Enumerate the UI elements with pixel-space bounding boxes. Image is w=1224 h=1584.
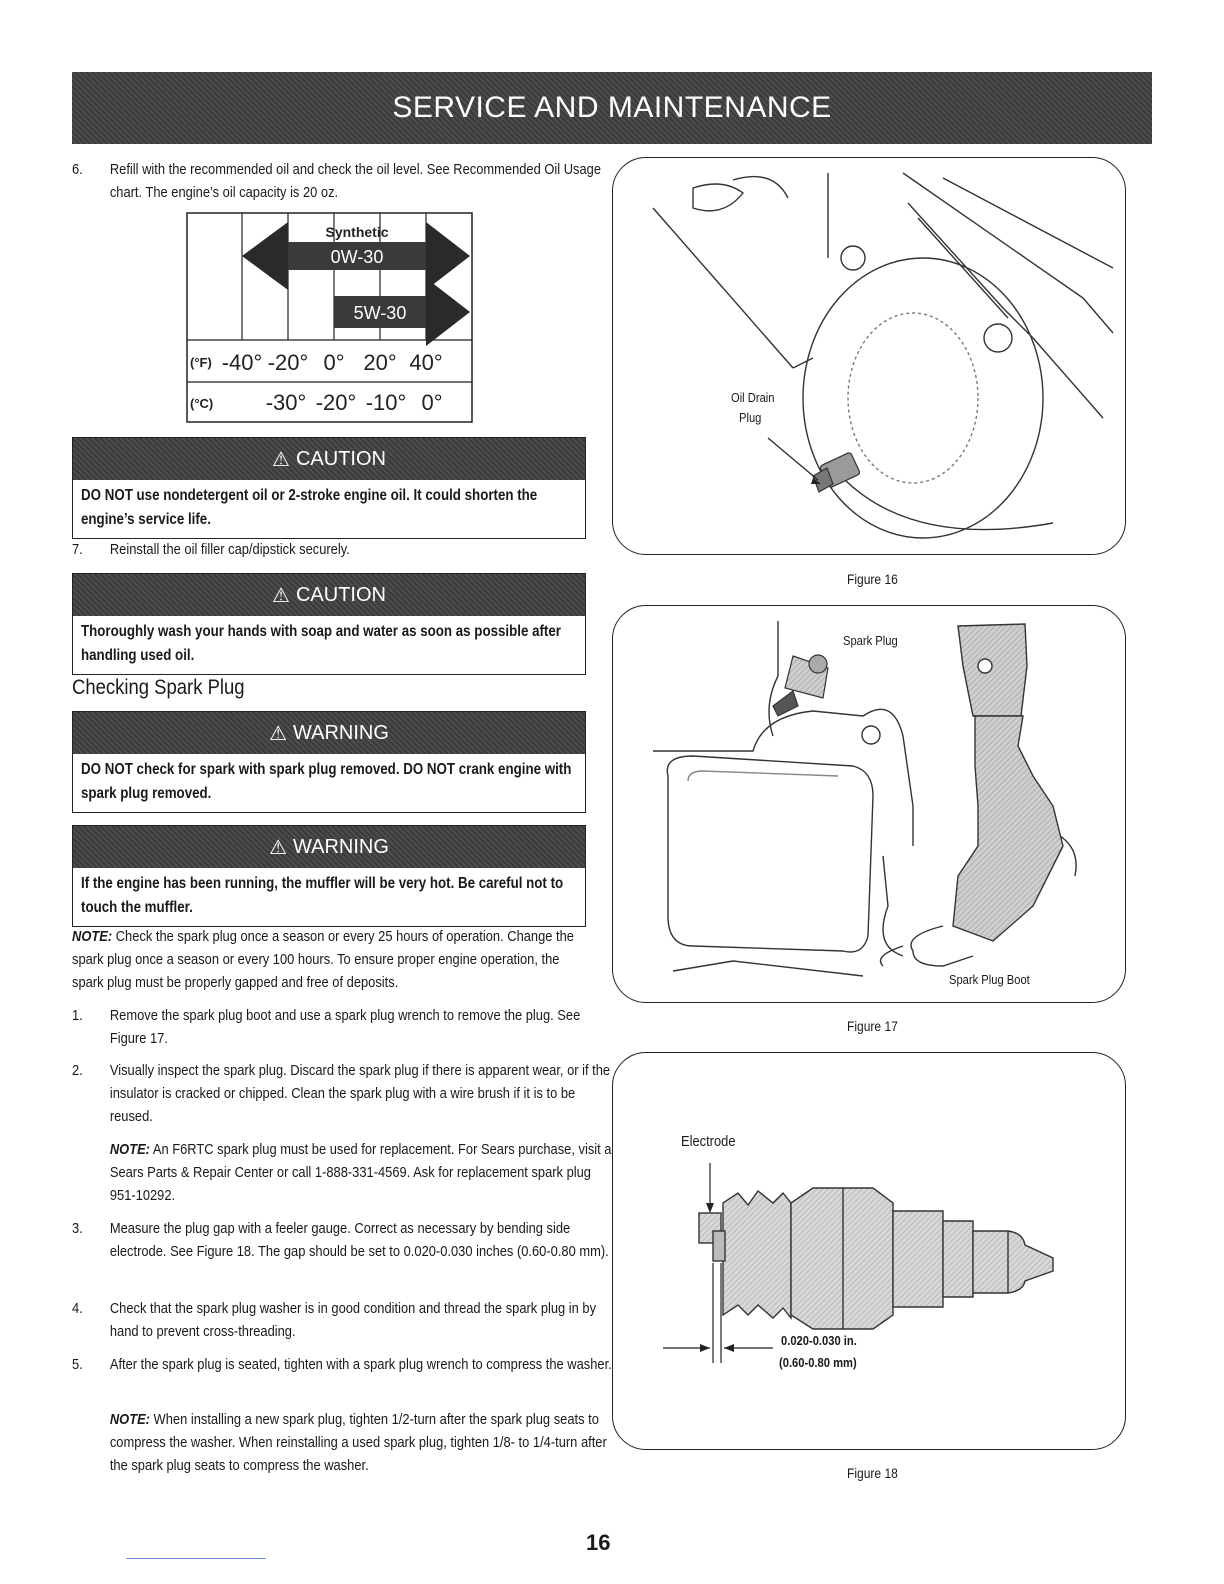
- step-text: Visually inspect the spark plug. Discard…: [109, 1062, 611, 1125]
- caution-text: DO NOT use nondetergent oil or 2-stroke …: [81, 487, 538, 528]
- caution-box-wash-hands: ⚠ CAUTION Thoroughly wash your hands wit…: [72, 573, 586, 675]
- figure-16-caption: Figure 16: [847, 571, 898, 587]
- oil-b-label: 5W-30: [354, 303, 407, 323]
- f-tick: 20°: [363, 350, 396, 375]
- f-tick: -40°: [222, 350, 263, 375]
- step-number: 3.: [72, 1220, 83, 1237]
- f-tick: -20°: [268, 350, 309, 375]
- note-label: NOTE:: [72, 928, 113, 945]
- page-title: SERVICE AND MAINTENANCE: [392, 91, 832, 124]
- step-4: 4. Check that the spark plug washer is in…: [72, 1297, 596, 1343]
- note-replacement-plug: NOTE: An F6RTC spark plug must be used f…: [72, 1138, 612, 1207]
- spark-plug-boot: [879, 623, 1064, 967]
- figure-17-caption: Figure 17: [847, 1018, 898, 1034]
- note-text: When installing a new spark plug, tighte…: [109, 1411, 607, 1474]
- step-number: 4.: [72, 1300, 83, 1317]
- step-7: 7. Reinstall the oil filler cap/dipstick…: [72, 538, 588, 561]
- caution-header: ⚠ CAUTION: [73, 574, 585, 616]
- step-text: Reinstall the oil filler cap/dipstick se…: [109, 541, 350, 558]
- step-text: Check that the spark plug washer is in g…: [109, 1300, 597, 1340]
- step-text: After the spark plug is seated, tighten …: [109, 1356, 612, 1373]
- step-number: 5.: [72, 1356, 83, 1373]
- synthetic-label: Synthetic: [325, 224, 388, 240]
- caution-header: ⚠ CAUTION: [73, 438, 585, 480]
- warning-title: WARNING: [293, 721, 389, 744]
- step-number: 2.: [72, 1062, 83, 1079]
- page-number: 16: [586, 1530, 611, 1555]
- c-tick: -20°: [316, 390, 357, 415]
- caution-title: CAUTION: [295, 447, 386, 470]
- warning-box-spark-check: ⚠ WARNING DO NOT check for spark with sp…: [72, 711, 586, 813]
- warning-box-hot-muffler: ⚠ WARNING If the engine has been running…: [72, 825, 586, 927]
- figure-16-oil-drain: Oil Drain Plug: [612, 157, 1126, 555]
- spark-plug-gap-illustration: [663, 1163, 1054, 1363]
- note-label: NOTE:: [109, 1411, 150, 1428]
- warning-triangle-icon: ⚠: [269, 722, 287, 745]
- note-label: NOTE:: [109, 1141, 150, 1158]
- figure-18-caption: Figure 18: [847, 1465, 898, 1481]
- warning-text: DO NOT check for spark with spark plug r…: [81, 761, 572, 802]
- oil-a-label: 0W-30: [331, 247, 384, 267]
- engine-oil-drain-illustration: [652, 172, 1114, 539]
- caution-box-oil-type: ⚠ CAUTION DO NOT use nondetergent oil or…: [72, 437, 586, 539]
- warning-text: If the engine has been running, the muff…: [81, 875, 564, 916]
- note-spark-interval: NOTE: Check the spark plug once a season…: [72, 925, 588, 994]
- oil-usage-chart: Synthetic 0W-30 5W-30 (°F) (°C) -40° -20…: [186, 212, 473, 423]
- warning-triangle-icon: ⚠: [269, 836, 287, 859]
- gap-mm-label: (0.60-0.80 mm): [779, 1355, 857, 1370]
- step-text: Remove the spark plug boot and use a spa…: [109, 1007, 581, 1047]
- f-tick: 0°: [323, 350, 344, 375]
- oil-drain-label: Oil Drain: [731, 390, 775, 405]
- note-tightening: NOTE: When installing a new spark plug, …: [72, 1408, 607, 1477]
- note-text: Check the spark plug once a season or ev…: [72, 928, 574, 991]
- oil-drain-label-line2: Plug: [739, 410, 762, 425]
- step-number: 1.: [72, 1007, 83, 1024]
- fahrenheit-label: (°F): [190, 355, 212, 370]
- warning-header: ⚠ WARNING: [73, 826, 585, 868]
- header-banner: SERVICE AND MAINTENANCE: [72, 72, 1152, 144]
- warning-header: ⚠ WARNING: [73, 712, 585, 754]
- f-tick: 40°: [409, 350, 442, 375]
- c-tick: 0°: [421, 390, 442, 415]
- spark-plug-boot-illustration: [653, 621, 1077, 977]
- section-heading: Checking Spark Plug: [72, 676, 245, 699]
- figure-18-plug-gap: Electrode 0.020-0.030 in. (0.60-0.80 mm): [612, 1052, 1126, 1450]
- figure-17-spark-plug: Spark Plug Spark Plug Boot: [612, 605, 1126, 1003]
- oil-drain-plug: [812, 452, 861, 493]
- caution-title: CAUTION: [295, 583, 386, 606]
- note-text: An F6RTC spark plug must be used for rep…: [109, 1141, 612, 1204]
- spark-plug-boot-label: Spark Plug Boot: [949, 972, 1030, 987]
- step-number: 6.: [72, 161, 83, 178]
- spark-plug-label: Spark Plug: [843, 633, 898, 648]
- step-6: 6. Refill with the recommended oil and c…: [72, 158, 601, 204]
- gap-inches-label: 0.020-0.030 in.: [781, 1333, 857, 1348]
- step-1: 1. Remove the spark plug boot and use a s…: [72, 1004, 588, 1050]
- caution-text: Thoroughly wash your hands with soap and…: [81, 623, 561, 664]
- c-tick: -10°: [366, 390, 407, 415]
- celsius-label: (°C): [190, 396, 213, 411]
- step-number: 7.: [72, 541, 83, 558]
- footer-rule: [126, 1558, 266, 1559]
- step-3: 3. Measure the plug gap with a feeler gau…: [72, 1217, 609, 1263]
- step-2: 2. Visually inspect the spark plug. Disca…: [72, 1059, 610, 1128]
- step-5: 5. After the spark plug is seated, tighte…: [72, 1353, 612, 1376]
- warning-triangle-icon: ⚠: [272, 584, 290, 607]
- step-text: Refill with the recommended oil and chec…: [109, 161, 602, 201]
- spark-plug-small: [772, 654, 829, 717]
- warning-title: WARNING: [293, 835, 389, 858]
- warning-triangle-icon: ⚠: [272, 448, 290, 471]
- c-tick: -30°: [266, 390, 307, 415]
- electrode-label: Electrode: [681, 1133, 736, 1150]
- step-text: Measure the plug gap with a feeler gauge…: [109, 1220, 609, 1260]
